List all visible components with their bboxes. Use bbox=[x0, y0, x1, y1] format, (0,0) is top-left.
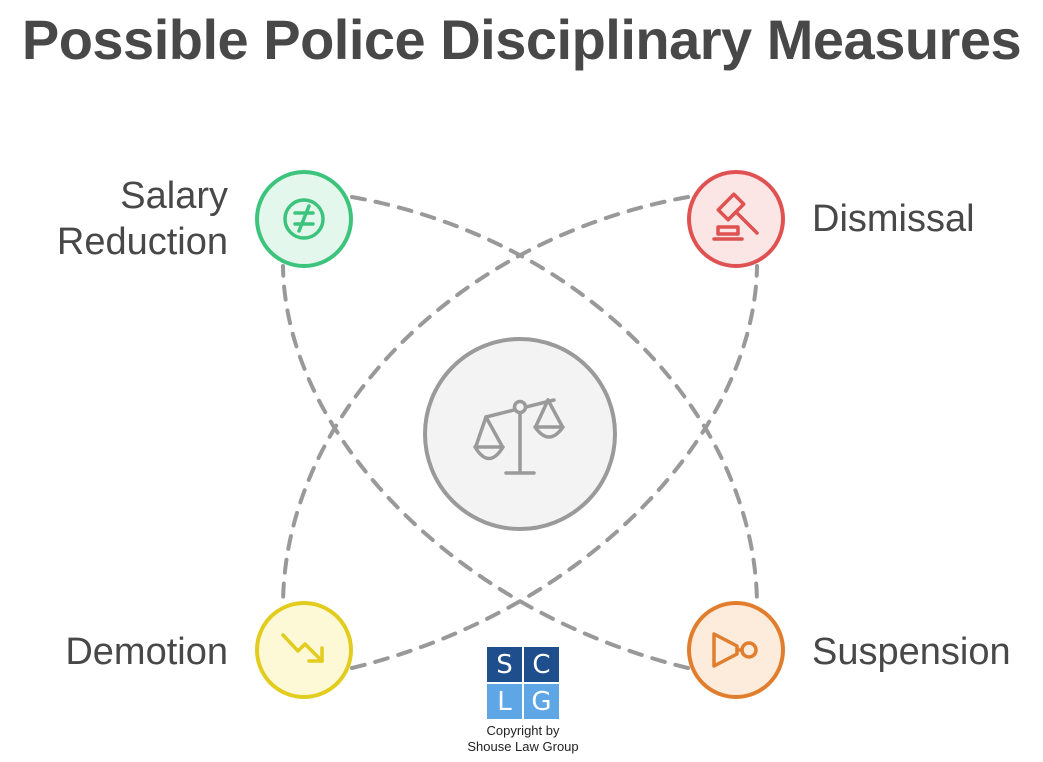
node-demotion bbox=[255, 601, 353, 699]
logo-letter-l: L bbox=[487, 684, 522, 719]
label-salary-reduction-line1: Salary bbox=[120, 175, 228, 217]
logo-letter-c: C bbox=[524, 647, 559, 682]
logo-letter-g: G bbox=[524, 684, 559, 719]
label-demotion: Demotion bbox=[65, 631, 228, 673]
connector-arc-salary-to-suspension bbox=[350, 195, 759, 605]
connector-arc-dismissal-to-demotion bbox=[281, 195, 690, 605]
label-dismissal: Dismissal bbox=[812, 198, 975, 240]
node-dismissal bbox=[687, 170, 785, 268]
copyright-line2: Shouse Law Group bbox=[467, 739, 579, 754]
page-title: Possible Police Disciplinary Measures bbox=[21, 8, 1022, 71]
copyright-caption: Copyright by Shouse Law Group bbox=[443, 723, 603, 755]
center-node bbox=[423, 337, 617, 531]
not-equal-icon bbox=[283, 198, 325, 240]
trend-down-icon bbox=[281, 633, 324, 663]
connector-arc-suspension-to-salary bbox=[281, 264, 690, 670]
connector-arc-demotion-to-dismissal bbox=[350, 264, 759, 670]
copyright-line1: Copyright by bbox=[486, 723, 560, 738]
label-salary-reduction-line2: Reduction bbox=[56, 221, 228, 263]
node-suspension bbox=[687, 601, 785, 699]
megaphone-icon bbox=[712, 632, 758, 668]
label-suspension: Suspension bbox=[812, 631, 1011, 673]
label-salary-reduction: Salary Reduction bbox=[20, 173, 228, 265]
balance-scale-icon bbox=[473, 398, 565, 475]
node-salary-reduction bbox=[255, 170, 353, 268]
logo-letter-s: S bbox=[487, 647, 522, 682]
gavel-icon bbox=[712, 192, 759, 241]
sclg-logo: S C L G bbox=[487, 647, 559, 719]
